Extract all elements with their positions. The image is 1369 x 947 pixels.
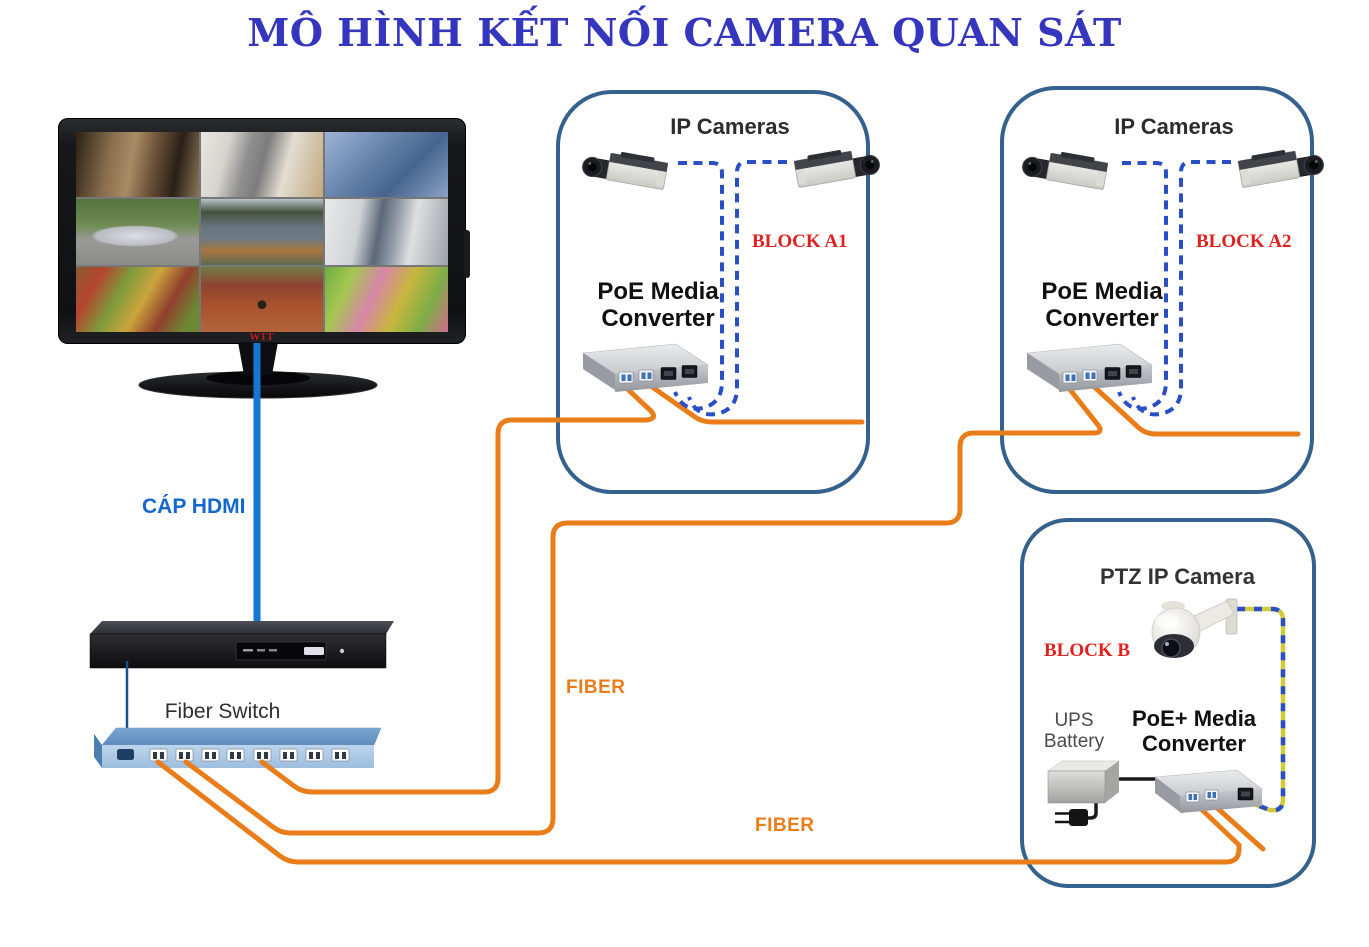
utp-cable-a1-cam1: [673, 161, 724, 411]
block-a2-title: IP Cameras: [1114, 114, 1234, 139]
poe-plus-media-converter: [1154, 769, 1263, 813]
monitor: WIT: [58, 118, 470, 344]
block-b-tag: BLOCK B: [1044, 640, 1131, 661]
block-a1-container: [556, 90, 870, 494]
ip-camera-a2-left: [1020, 145, 1110, 191]
fiber-cable-switch-to-b: [155, 759, 1242, 865]
hdmi-cable-label: CÁP HDMI: [142, 495, 246, 518]
fiber-switch: [94, 727, 382, 768]
monitor-screen: [76, 132, 448, 332]
switch-uplink-port: [117, 749, 134, 760]
ups-power-cord: [1087, 803, 1098, 820]
poe-media-converter-a2: [1026, 343, 1153, 393]
fiber-cable-a1-out: [642, 379, 865, 425]
fiber-run-label-1: FIBER: [566, 677, 626, 698]
power-plug-icon: [1055, 809, 1088, 826]
ptz-camera: [1151, 598, 1238, 658]
fiber-run-label-2: FIBER: [755, 815, 815, 836]
block-a1-tag: BLOCK A1: [752, 231, 848, 252]
ip-camera-a1-left: [580, 145, 670, 191]
camera-feed-7: [76, 266, 199, 332]
block-b-title: PTZ IP Camera: [1100, 564, 1255, 589]
camera-feed-3: [325, 132, 448, 198]
block-a1-device-label: PoE Media Converter: [597, 278, 719, 332]
block-a2-device-label: PoE Media Converter: [1041, 278, 1163, 332]
block-b-container: [1020, 518, 1316, 888]
block-b-device-label: PoE+ Media Converter: [1131, 706, 1257, 756]
ups-battery-label: UPS Battery: [1043, 710, 1105, 752]
nvr-recorder: [89, 621, 394, 669]
block-a2-tag: BLOCK A2: [1196, 231, 1292, 252]
block-a1-title: IP Cameras: [670, 114, 790, 139]
camera-feed-1: [76, 132, 199, 198]
monitor-brand-label: WIT: [249, 331, 275, 343]
fiber-cable-a1-to-switch: [259, 379, 657, 795]
fiber-cable-b-out: [1212, 803, 1266, 852]
utp-cable-a2-cam2: [1131, 160, 1231, 417]
page-title: MÔ HÌNH KẾT NỐI CAMERA QUAN SÁT: [247, 10, 1122, 55]
camera-feed-8: [200, 266, 324, 332]
camera-feed-9: [325, 266, 448, 332]
ups-battery: [1047, 760, 1120, 804]
monitor-buttons: [464, 230, 470, 278]
camera-feed-4: [76, 199, 199, 265]
poe-plus-cable-ptz: [1237, 606, 1286, 813]
poe-media-converter-a1: [582, 343, 709, 393]
utp-cable-a2-cam1: [1117, 161, 1168, 411]
utp-cable-a1-cam2: [687, 160, 787, 417]
fiber-cable-a2-to-switch: [183, 379, 1103, 836]
fiber-cable-a2-out: [1086, 379, 1301, 437]
camera-feed-6: [325, 199, 448, 265]
ip-camera-a2-right: [1236, 143, 1326, 189]
camera-feed-5: [200, 199, 324, 265]
ip-camera-a1-right: [792, 143, 882, 189]
block-a2-container: [1000, 86, 1314, 494]
switch-fiber-ports: [149, 748, 350, 762]
fiber-switch-label: Fiber Switch: [164, 700, 281, 723]
camera-feed-2: [200, 132, 324, 198]
